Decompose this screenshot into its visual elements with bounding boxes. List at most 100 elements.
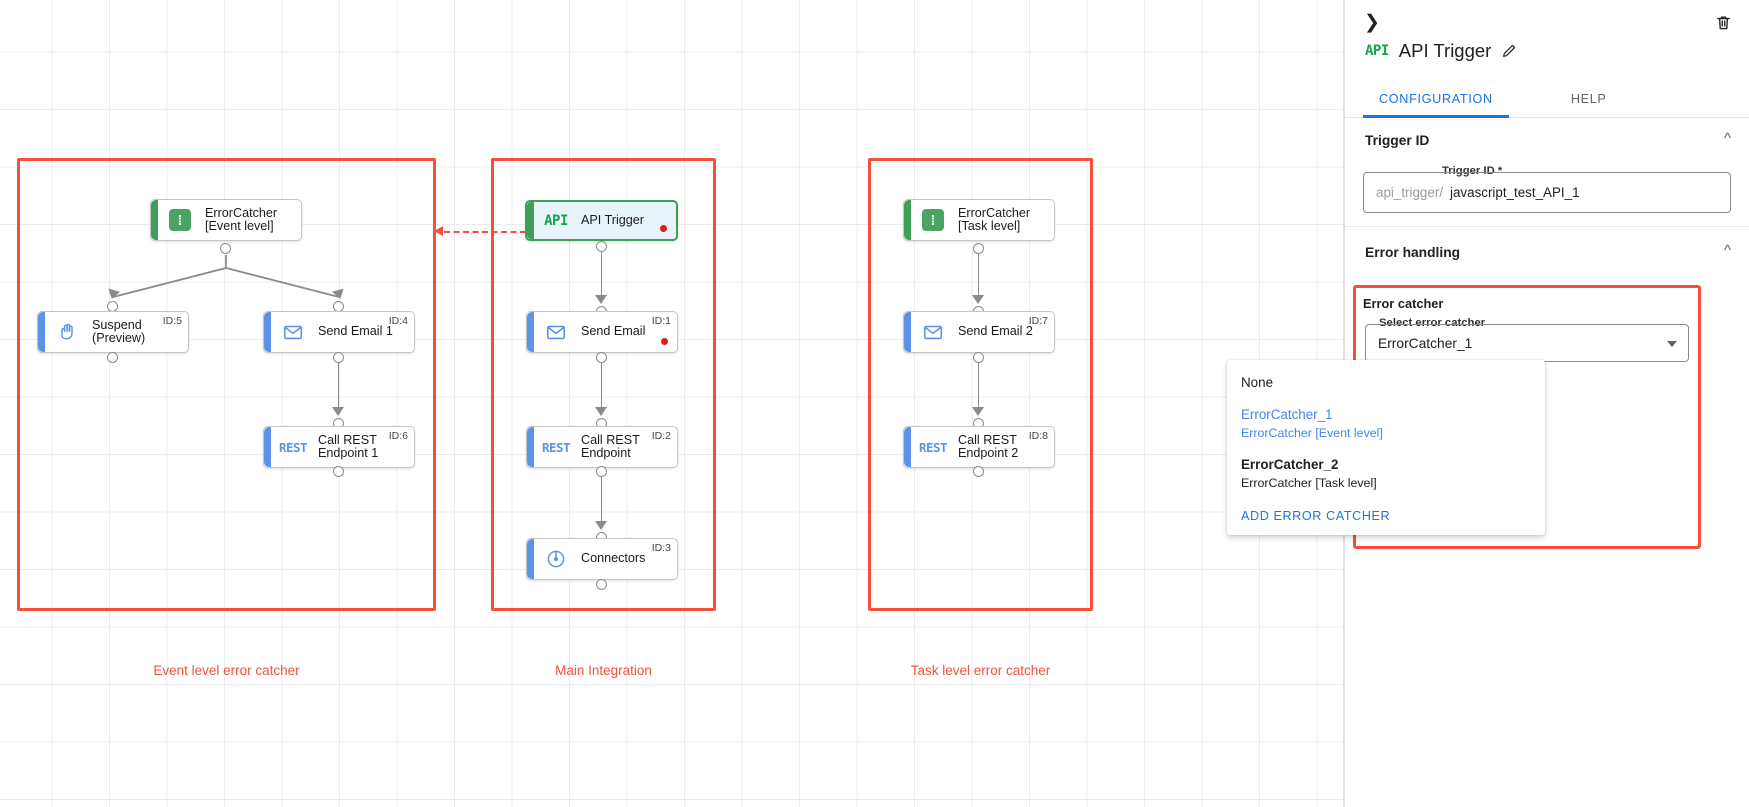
trigger-id-field[interactable]: Trigger ID * api_trigger/ javascript_tes…: [1363, 165, 1731, 213]
dropdown-option-label: ErrorCatcher_1: [1241, 407, 1333, 422]
port-out-call-rest-2[interactable]: [973, 466, 984, 477]
rest-icon: REST: [918, 439, 948, 455]
node-label: Call REST Endpoint: [581, 432, 640, 460]
node-errorcatcher-event-level[interactable]: ⁞ ErrorCatcher [Event level]: [150, 199, 302, 241]
node-label: ErrorCatcher [Event level]: [205, 205, 278, 233]
node-id-badge: ID:1: [651, 315, 671, 327]
dropdown-option-errorcatcher-1[interactable]: ErrorCatcher_1 ErrorCatcher [Event level…: [1227, 399, 1545, 449]
envelope-icon: [920, 319, 946, 345]
workflow-canvas[interactable]: Event level error catcher Main Integrati…: [0, 0, 1345, 807]
error-catcher-dropdown-menu[interactable]: None ErrorCatcher_1 ErrorCatcher [Event …: [1227, 360, 1545, 535]
tab-help[interactable]: HELP: [1570, 92, 1607, 106]
chevron-right-icon[interactable]: ❯: [1364, 11, 1380, 33]
node-label: API Trigger: [581, 212, 644, 227]
panel-title-row: API API Trigger: [1365, 40, 1517, 62]
node-connectors[interactable]: Connectors ID:3: [526, 538, 678, 580]
node-label: Connectors: [581, 551, 646, 566]
edge-rest-to-connectors: [600, 476, 603, 528]
group-box-main-integration[interactable]: [491, 158, 716, 611]
envelope-icon: [543, 319, 569, 345]
edit-pencil-icon[interactable]: [1501, 43, 1517, 59]
port-out-errorcatcher-event[interactable]: [220, 243, 231, 254]
group-label-main-integration: Main Integration: [555, 663, 652, 678]
dropdown-option-sublabel: ErrorCatcher [Task level]: [1241, 476, 1377, 490]
node-label: ErrorCatcher [Task level]: [958, 205, 1031, 233]
node-accent-bar: [527, 427, 534, 467]
page-title: API Trigger: [1398, 40, 1492, 61]
node-errorcatcher-task-level[interactable]: ⁞ ErrorCatcher [Task level]: [903, 199, 1055, 241]
node-accent-bar: [527, 312, 534, 352]
node-api-trigger[interactable]: API API Trigger: [525, 200, 678, 241]
select-error-catcher-label: Select error catcher: [1375, 317, 1490, 329]
add-error-catcher-button[interactable]: ADD ERROR CATCHER: [1241, 509, 1391, 523]
dropdown-option-sublabel: ErrorCatcher [Event level]: [1241, 426, 1383, 440]
node-id-badge: ID:2: [651, 430, 671, 442]
node-send-email-1[interactable]: Send Email 1 ID:4: [263, 311, 415, 353]
arrow-to-connectors: [595, 521, 607, 530]
node-id-badge: ID:6: [388, 430, 408, 442]
tab-configuration[interactable]: CONFIGURATION: [1363, 80, 1509, 118]
edge-errorcatcher-task-to-send-email-2: [977, 253, 980, 303]
rest-icon: REST: [278, 439, 308, 455]
chevron-up-icon[interactable]: ^: [1723, 129, 1731, 147]
node-label: Call REST Endpoint 2: [958, 432, 1019, 460]
node-call-rest-endpoint[interactable]: REST Call REST Endpoint ID:2: [526, 426, 678, 468]
node-accent-bar: [38, 312, 45, 352]
hand-icon: [54, 319, 80, 345]
section-header-trigger-id[interactable]: Trigger ID ^: [1345, 118, 1749, 162]
arrow-to-send-email-2: [972, 295, 984, 304]
edge-send-email-1-to-rest-1: [337, 362, 340, 414]
trigger-id-input[interactable]: api_trigger/ javascript_test_API_1: [1363, 172, 1731, 213]
node-send-email-2[interactable]: Send Email 2 ID:7: [903, 311, 1055, 353]
group-label-event-level: Event level error catcher: [153, 663, 300, 678]
node-send-email[interactable]: Send Email ID:1: [526, 311, 678, 353]
node-id-badge: ID:3: [651, 542, 671, 554]
arrow-to-call-rest: [595, 407, 607, 416]
group-box-task-level[interactable]: [868, 158, 1093, 611]
port-out-call-rest-1[interactable]: [333, 466, 344, 477]
rest-icon: REST: [541, 439, 571, 455]
select-error-catcher-value: ErrorCatcher_1: [1378, 335, 1473, 351]
connectors-icon: [543, 546, 569, 572]
node-accent-bar: [904, 312, 911, 352]
dropdown-option-label: ErrorCatcher_2: [1241, 457, 1339, 472]
node-accent-bar: [904, 200, 911, 240]
section-header-error-handling[interactable]: Error handling ^: [1345, 227, 1749, 277]
chevron-down-icon[interactable]: [1667, 341, 1677, 347]
node-call-rest-endpoint-1[interactable]: REST Call REST Endpoint 1 ID:6: [263, 426, 415, 468]
node-label: Send Email 1: [318, 324, 393, 339]
dropdown-option-errorcatcher-2[interactable]: ErrorCatcher_2 ErrorCatcher [Task level]: [1227, 449, 1545, 499]
node-accent-bar: [264, 427, 271, 467]
dropdown-option-label: None: [1241, 375, 1274, 390]
node-suspend-preview[interactable]: Suspend (Preview) ID:5: [37, 311, 189, 353]
section-trigger-id: Trigger ID ^ Trigger ID * api_trigger/ j…: [1345, 118, 1749, 227]
trigger-id-prefix: api_trigger/: [1376, 185, 1443, 200]
panel-tabs: CONFIGURATION HELP: [1345, 80, 1749, 118]
panel-header: ❯ API API Trigger: [1345, 0, 1749, 80]
node-id-badge: ID:5: [162, 315, 182, 327]
node-error-indicator: [661, 338, 668, 345]
delete-icon[interactable]: [1711, 10, 1735, 34]
node-accent-bar: [151, 200, 158, 240]
arrow-error-link: [434, 226, 443, 236]
chevron-up-icon[interactable]: ^: [1723, 241, 1731, 259]
dropdown-option-none[interactable]: None: [1227, 367, 1545, 399]
envelope-icon: [280, 319, 306, 345]
trigger-id-field-label: Trigger ID *: [1438, 165, 1507, 177]
error-catcher-label: Error catcher: [1363, 296, 1444, 311]
port-out-connectors[interactable]: [596, 579, 607, 590]
section-title: Error handling: [1365, 244, 1461, 260]
node-accent-bar: [904, 427, 911, 467]
node-label: Suspend (Preview): [92, 317, 146, 345]
group-box-event-level[interactable]: [17, 158, 436, 611]
edge-fork-errorcatcher: [112, 255, 340, 298]
edge-send-email-2-to-rest-2: [977, 362, 980, 414]
group-label-task-level: Task level error catcher: [910, 663, 1051, 678]
select-error-catcher-box[interactable]: ErrorCatcher_1: [1365, 324, 1689, 362]
edge-send-email-to-rest: [600, 362, 603, 414]
edge-error-link-dashed: [444, 231, 526, 233]
node-label: Call REST Endpoint 1: [318, 432, 379, 460]
node-call-rest-endpoint-2[interactable]: REST Call REST Endpoint 2 ID:8: [903, 426, 1055, 468]
port-out-suspend[interactable]: [107, 352, 118, 363]
select-error-catcher[interactable]: Select error catcher ErrorCatcher_1: [1365, 317, 1689, 362]
